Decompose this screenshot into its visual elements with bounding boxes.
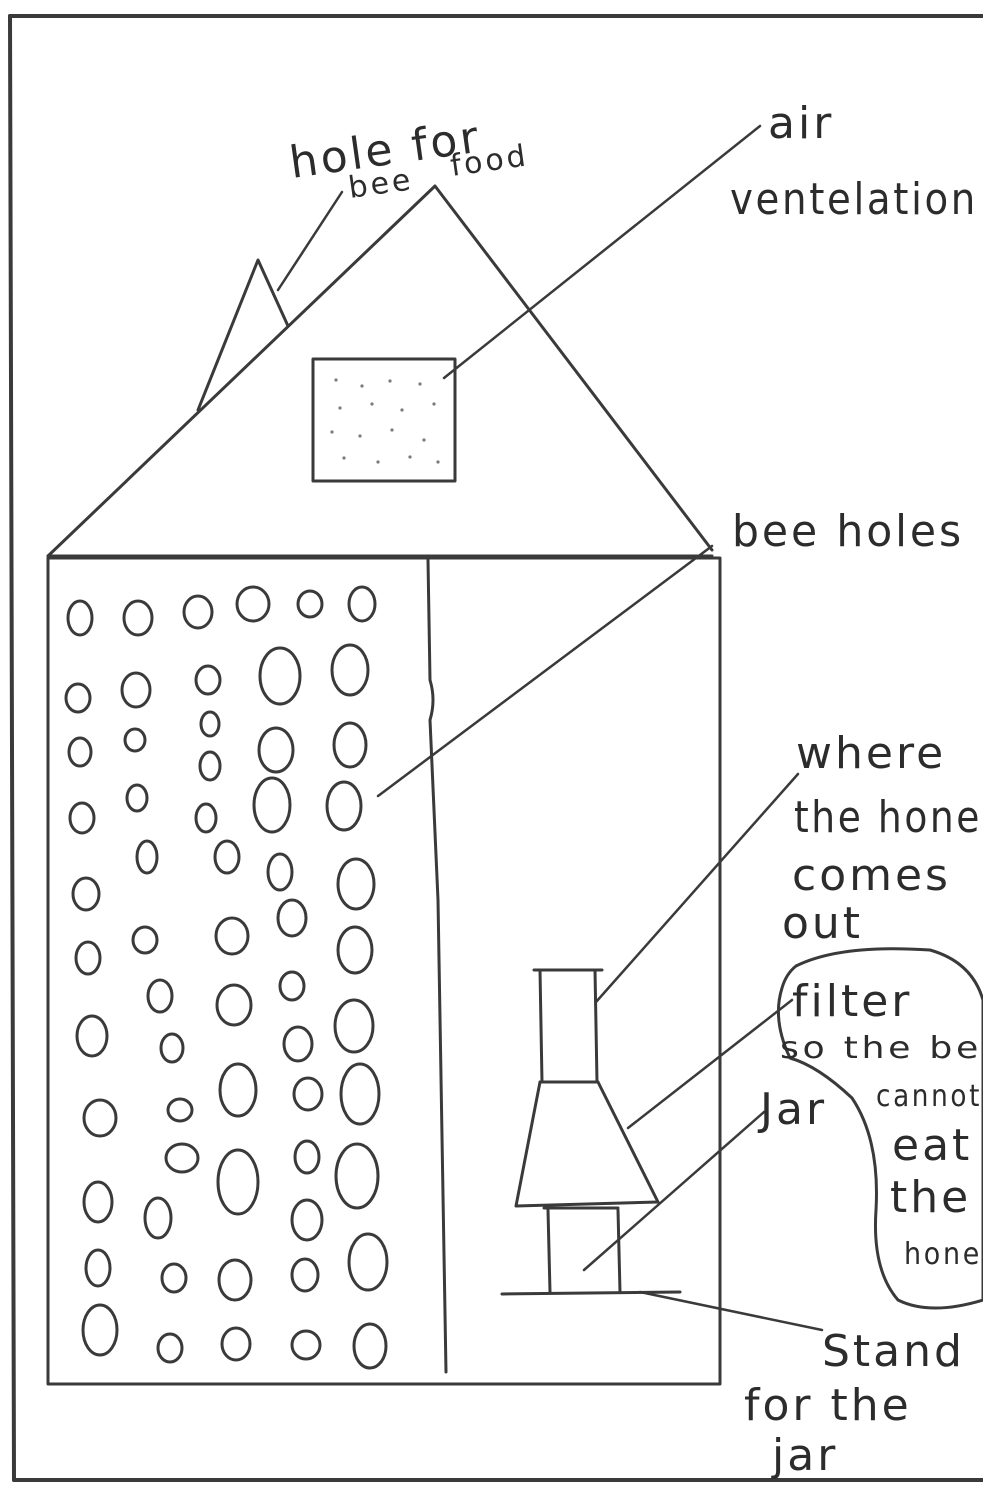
roof: [48, 186, 712, 556]
label-ventelation: ventelation: [730, 174, 978, 225]
label-eat: eat: [892, 1120, 972, 1171]
label-jar-lower: jar: [771, 1430, 838, 1481]
label-filter: filter: [792, 976, 912, 1027]
ventilation-window: [313, 359, 455, 481]
label-air: air: [768, 98, 834, 149]
label-where-the-honey-comes-out: where the hone comes out: [782, 728, 982, 949]
label-so-the-be: so the be: [780, 1031, 982, 1066]
label-air-ventelation: air ventelation: [730, 98, 978, 225]
honey-outlet: [534, 970, 602, 1082]
label-the: the: [890, 1172, 971, 1223]
label-jar: Jar: [757, 1084, 827, 1135]
label-hone: hone: [904, 1237, 982, 1272]
label-for-the: for the: [744, 1380, 912, 1431]
label-the-hone: the hone: [794, 792, 982, 843]
label-hole-for-bee-food: hole for bee food: [286, 112, 530, 206]
label-stand: Stand: [822, 1326, 965, 1377]
label-cannot: cannot: [876, 1079, 982, 1114]
label-where: where: [796, 728, 946, 779]
label-stand-for-the-jar: Stand for the jar: [744, 1326, 965, 1481]
label-out: out: [782, 898, 863, 949]
bee-holes: [66, 587, 387, 1368]
label-comes: comes: [792, 850, 951, 901]
filter-funnel: [516, 1082, 658, 1206]
food-hole-spike: [198, 260, 288, 410]
label-bee-holes: bee holes: [732, 506, 964, 557]
